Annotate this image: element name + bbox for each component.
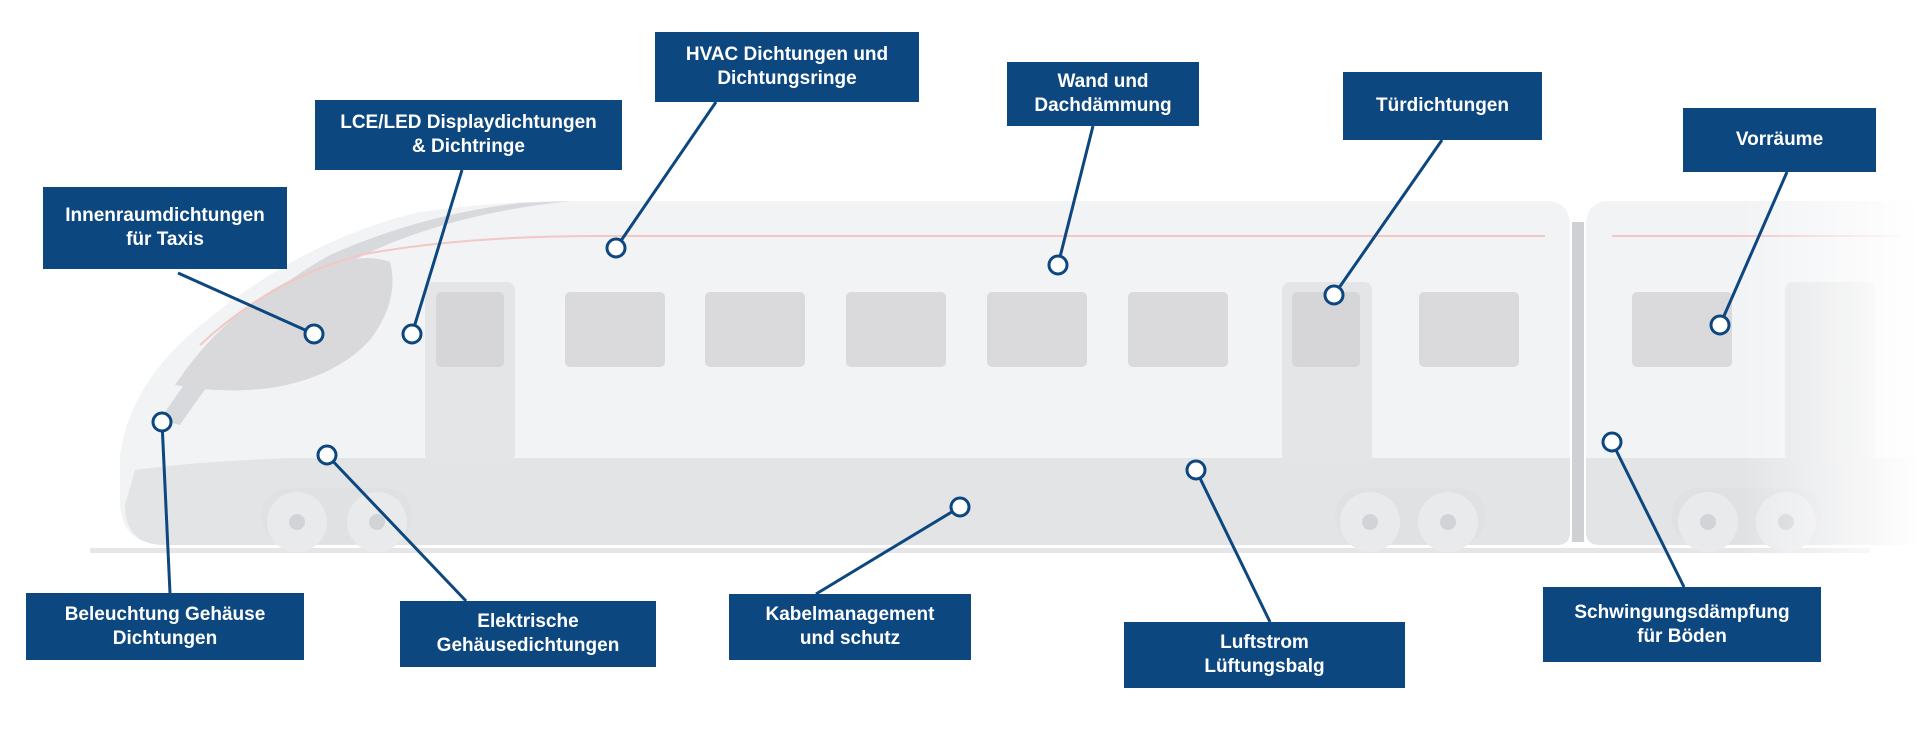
marker-luftstrom xyxy=(1185,459,1207,481)
callout-label-kabel: Kabelmanagement und schutz xyxy=(729,594,971,660)
marker-elektrische xyxy=(316,444,338,466)
marker-wand xyxy=(1047,254,1069,276)
windshield xyxy=(175,258,393,391)
leader-lines xyxy=(151,101,1789,623)
middle-bogie xyxy=(1335,488,1485,552)
callout-label-schwingung: Schwingungsdämpfung für Böden xyxy=(1543,587,1821,662)
window xyxy=(1419,292,1519,367)
rear-window xyxy=(1632,292,1732,367)
leader-line-wand xyxy=(1056,125,1095,266)
callout-label-luftstrom: Luftstrom Lüftungsbalg xyxy=(1124,622,1405,688)
callout-label-wand: Wand und Dachdämmung xyxy=(1007,62,1199,126)
callout-label-beleuchtung: Beleuchtung Gehäuse Dichtungen xyxy=(26,593,304,660)
front-car-skirt xyxy=(125,458,1570,545)
leader-line-vorraeume xyxy=(1718,171,1789,326)
callout-label-hvac: HVAC Dichtungen und Dichtungsringe xyxy=(655,32,919,102)
leader-line-beleuchtung xyxy=(160,421,172,594)
marker-kabel xyxy=(949,496,971,518)
door-window xyxy=(436,292,504,367)
leader-line-schwingung xyxy=(1610,441,1686,588)
leader-line-tuer xyxy=(1332,139,1444,296)
leader-line-lce-led xyxy=(410,169,464,335)
callout-label-tuer: Türdichtungen xyxy=(1343,72,1542,140)
door-window xyxy=(1292,292,1360,367)
callout-label-lce-led: LCE/LED Displaydichtungen & Dichtringe xyxy=(315,100,622,170)
window xyxy=(705,292,805,367)
nose-shade xyxy=(160,201,570,425)
leader-line-hvac xyxy=(614,101,718,249)
window xyxy=(1128,292,1228,367)
ground-line xyxy=(90,548,1870,553)
leader-line-elektrische xyxy=(325,453,468,603)
car-coupling xyxy=(1572,222,1584,542)
window xyxy=(846,292,946,367)
marker-vorraeume xyxy=(1709,314,1731,336)
leader-line-innenraum xyxy=(177,271,315,336)
marker-schwingung xyxy=(1601,431,1623,453)
leader-line-kabel xyxy=(815,505,961,596)
marker-tuer xyxy=(1323,284,1345,306)
marker-lce-led xyxy=(401,323,423,345)
marker-beleuchtung xyxy=(151,411,173,433)
front-bogie xyxy=(262,488,412,552)
marker-innenraum xyxy=(303,323,325,345)
window xyxy=(565,292,665,367)
leader-line-luftstrom xyxy=(1194,469,1272,623)
callout-label-vorraeume: Vorräume xyxy=(1683,108,1876,172)
fade-overlay xyxy=(1740,180,1920,570)
marker-hvac xyxy=(605,237,627,259)
callout-label-elektrische: Elektrische Gehäusedichtungen xyxy=(400,601,656,667)
window xyxy=(987,292,1087,367)
callout-label-innenraum: Innenraumdichtungen für Taxis xyxy=(43,187,287,269)
